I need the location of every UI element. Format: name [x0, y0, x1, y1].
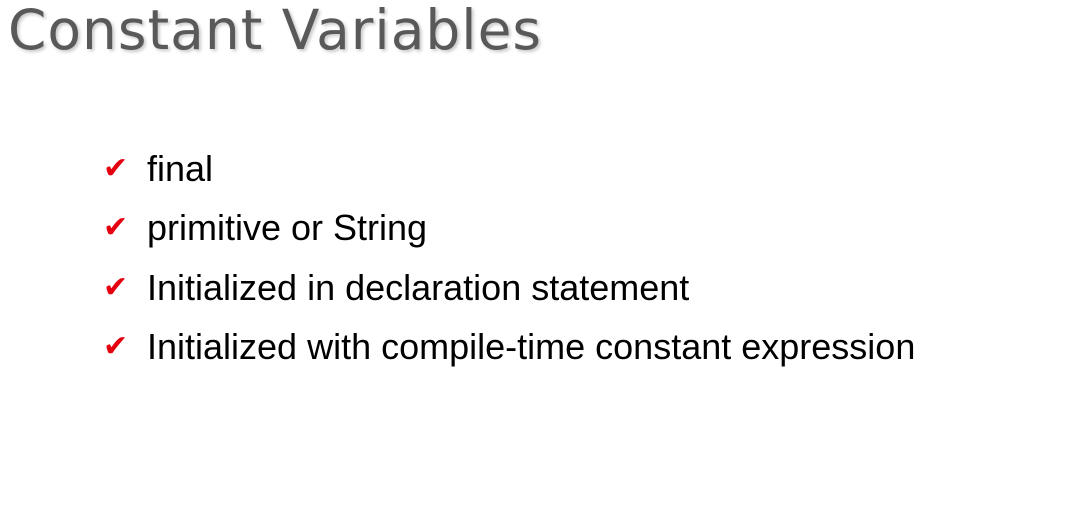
bullet-item: ✔ Initialized in declaration statement	[103, 258, 915, 318]
check-mark-icon: ✔	[103, 329, 129, 365]
bullet-list: ✔ final ✔ primitive or String ✔ Initiali…	[103, 139, 915, 377]
check-mark-icon: ✔	[103, 150, 129, 186]
bullet-text: Initialized with compile-time constant e…	[147, 326, 916, 368]
bullet-item: ✔ final	[103, 139, 915, 199]
check-mark-icon: ✔	[103, 210, 129, 246]
bullet-item: ✔ Initialized with compile-time constant…	[103, 318, 915, 378]
bullet-text: final	[147, 147, 214, 189]
check-mark-icon: ✔	[103, 269, 129, 305]
slide-title: Constant Variables	[8, 0, 543, 62]
bullet-text: primitive or String	[147, 207, 428, 249]
bullet-text: Initialized in declaration statement	[147, 266, 690, 308]
bullet-item: ✔ primitive or String	[103, 199, 915, 259]
